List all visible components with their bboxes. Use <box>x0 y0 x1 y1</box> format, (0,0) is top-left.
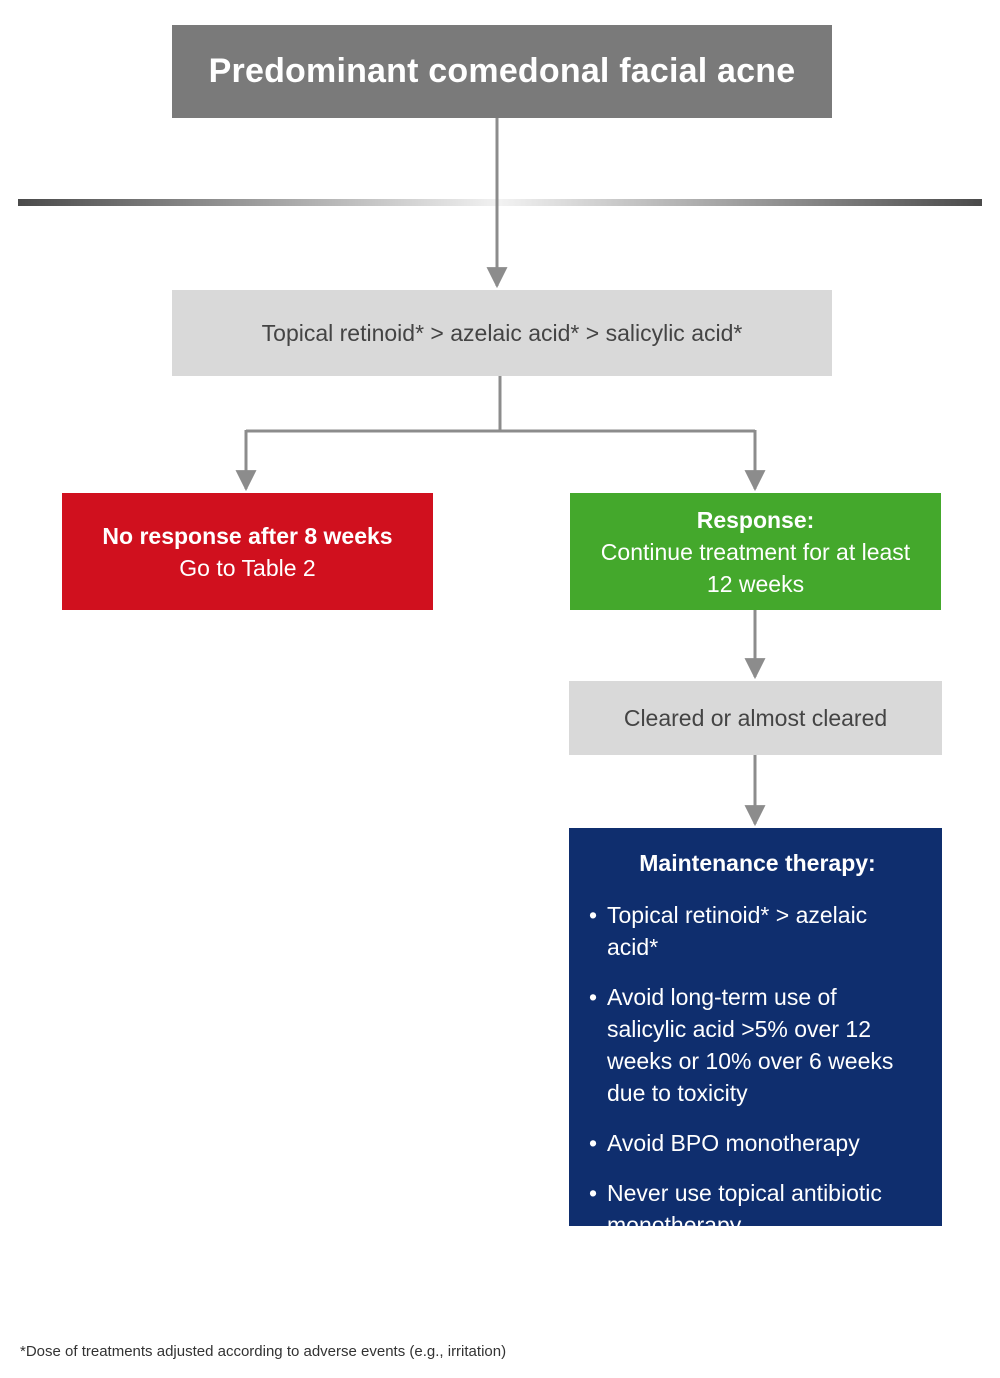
response-heading: Response: <box>696 506 815 533</box>
footnote: *Dose of treatments adjusted according t… <box>20 1343 507 1360</box>
section-divider <box>18 199 982 206</box>
response-line-2: 12 weeks <box>706 570 805 597</box>
bullet-icon: • <box>589 902 598 928</box>
maintenance-item: • Never use topical antibiotic monothera… <box>589 1177 920 1241</box>
bullet-icon: • <box>589 1180 598 1206</box>
bullet-icon: • <box>589 1130 598 1156</box>
maintenance-heading: Maintenance therapy: <box>639 850 876 876</box>
title-box: Predominant comedonal facial acne <box>172 25 832 118</box>
maintenance-item: • Topical retinoid* > azelaic acid* <box>589 899 920 963</box>
maintenance-item-text: Topical retinoid* > azelaic acid* <box>607 902 868 960</box>
response-line-1: Continue treatment for at least <box>600 538 911 565</box>
cleared-text: Cleared or almost cleared <box>623 704 888 731</box>
maintenance-item: • Avoid BPO monotherapy <box>589 1127 920 1159</box>
first-line-box: Topical retinoid* > azelaic acid* > sali… <box>172 290 832 376</box>
maintenance-box: Maintenance therapy: • Topical retinoid*… <box>569 828 942 1238</box>
no-response-box: No response after 8 weeks Go to Table 2 <box>62 493 433 610</box>
maintenance-item: • Avoid long-term use of salicylic acid … <box>589 981 920 1109</box>
response-box: Response: Continue treatment for at leas… <box>570 493 941 610</box>
no-response-text: Go to Table 2 <box>179 554 316 581</box>
bullet-icon: • <box>589 984 598 1010</box>
title-text: Predominant comedonal facial acne <box>208 52 796 90</box>
maintenance-item-text: Never use topical antibiotic monotherapy <box>607 1180 882 1238</box>
maintenance-item-text: Avoid BPO monotherapy <box>607 1130 860 1156</box>
maintenance-list: • Topical retinoid* > azelaic acid* • Av… <box>589 899 920 1259</box>
no-response-heading: No response after 8 weeks <box>102 522 393 549</box>
first-line-text: Topical retinoid* > azelaic acid* > sali… <box>261 319 743 346</box>
maintenance-item-text: Avoid long-term use of salicylic acid >5… <box>607 984 894 1106</box>
cleared-box: Cleared or almost cleared <box>569 681 942 755</box>
